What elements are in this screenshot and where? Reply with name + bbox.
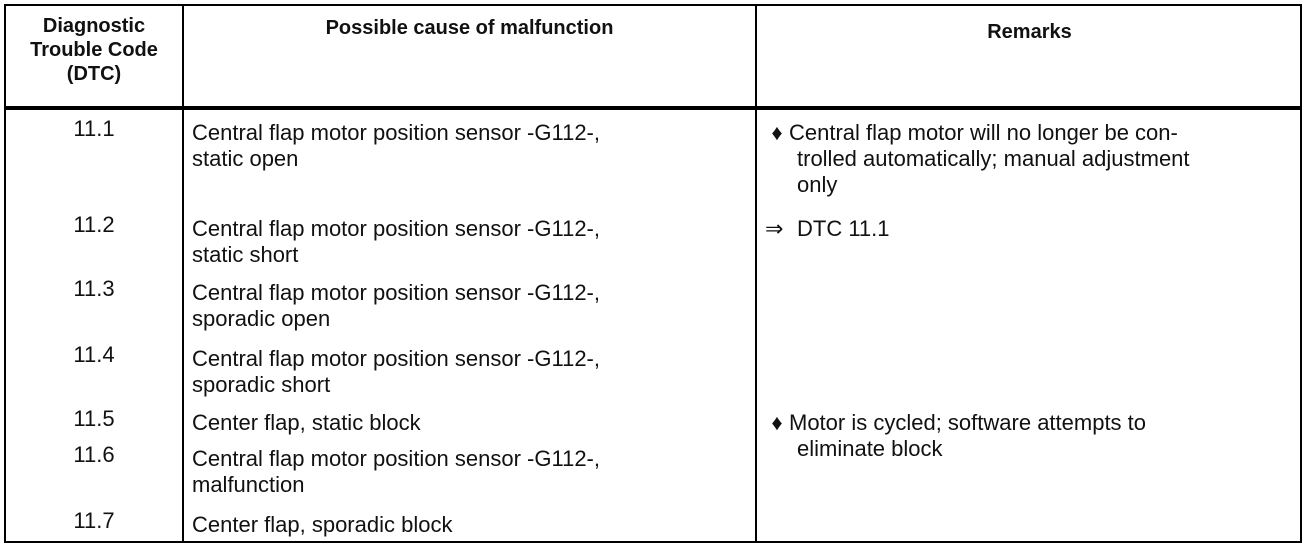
header-dtc-line2: Trouble Code: [30, 39, 158, 61]
cause-line: Central flap motor position sensor -G112…: [192, 120, 600, 145]
remark-motor-cycled: ♦Motor is cycled; software attempts to e…: [757, 410, 1302, 462]
cause-cell: Central flap motor position sensor -G112…: [184, 280, 755, 332]
dtc-code: 11.7: [73, 508, 115, 533]
dtc-code: 11.5: [73, 406, 115, 431]
dtc-code: 11.2: [73, 212, 115, 237]
dtc-table: Diagnostic Trouble Code (DTC) Possible c…: [4, 4, 1302, 543]
cause-cell: Central flap motor position sensor -G112…: [184, 346, 755, 398]
cause-line: Center flap, sporadic block: [192, 512, 453, 537]
cause-cell: Central flap motor position sensor -G112…: [184, 446, 755, 498]
cause-line: Center flap, static block: [192, 410, 421, 435]
remark-line: Motor is cycled; software attempts to: [789, 410, 1147, 435]
remark-line: eliminate block: [797, 436, 943, 461]
dtc-code: 11.6: [73, 442, 115, 467]
header-remarks: Remarks: [987, 21, 1072, 43]
header-rule: [6, 106, 1300, 110]
remark-reference: DTC 11.1: [797, 216, 890, 241]
cause-line: static open: [192, 146, 299, 171]
bullet-icon: ♦: [771, 120, 783, 145]
cause-cell: Central flap motor position sensor -G112…: [184, 216, 755, 268]
dtc-code: 11.3: [73, 276, 115, 301]
header-cause: Possible cause of malfunction: [325, 17, 614, 39]
cause-cell: Center flap, sporadic block: [184, 512, 755, 538]
remark-see-dtc: ⇒ DTC 11.1: [757, 216, 1302, 242]
remark-line: only: [797, 172, 838, 197]
cause-line: Central flap motor position sensor -G112…: [192, 216, 600, 241]
cause-line: Central flap motor position sensor -G112…: [192, 346, 600, 371]
header-dtc-line1: Diagnostic: [42, 15, 146, 37]
arrow-right-icon: ⇒: [765, 216, 784, 241]
column-divider-2: [755, 6, 757, 541]
cause-cell: Central flap motor position sensor -G112…: [184, 120, 755, 172]
cause-line: Central flap motor position sensor -G112…: [192, 280, 600, 305]
remark-no-auto-control: ♦Central flap motor will no longer be co…: [757, 120, 1302, 198]
dtc-code: 11.4: [73, 342, 115, 367]
cause-cell: Center flap, static block: [184, 410, 755, 436]
remark-line: trolled automatically; manual adjustment: [797, 146, 1190, 171]
column-divider-1: [182, 6, 184, 541]
dtc-code: 11.1: [73, 116, 115, 141]
cause-line: malfunction: [192, 472, 305, 497]
header-dtc: Diagnostic Trouble Code (DTC): [6, 14, 182, 86]
cause-line: sporadic short: [192, 372, 331, 397]
header-dtc-line3: (DTC): [66, 63, 122, 85]
cause-line: Central flap motor position sensor -G112…: [192, 446, 600, 471]
cause-line: static short: [192, 242, 299, 267]
remark-line: Central flap motor will no longer be con…: [789, 120, 1178, 145]
cause-line: sporadic open: [192, 306, 331, 331]
bullet-icon: ♦: [771, 410, 783, 435]
